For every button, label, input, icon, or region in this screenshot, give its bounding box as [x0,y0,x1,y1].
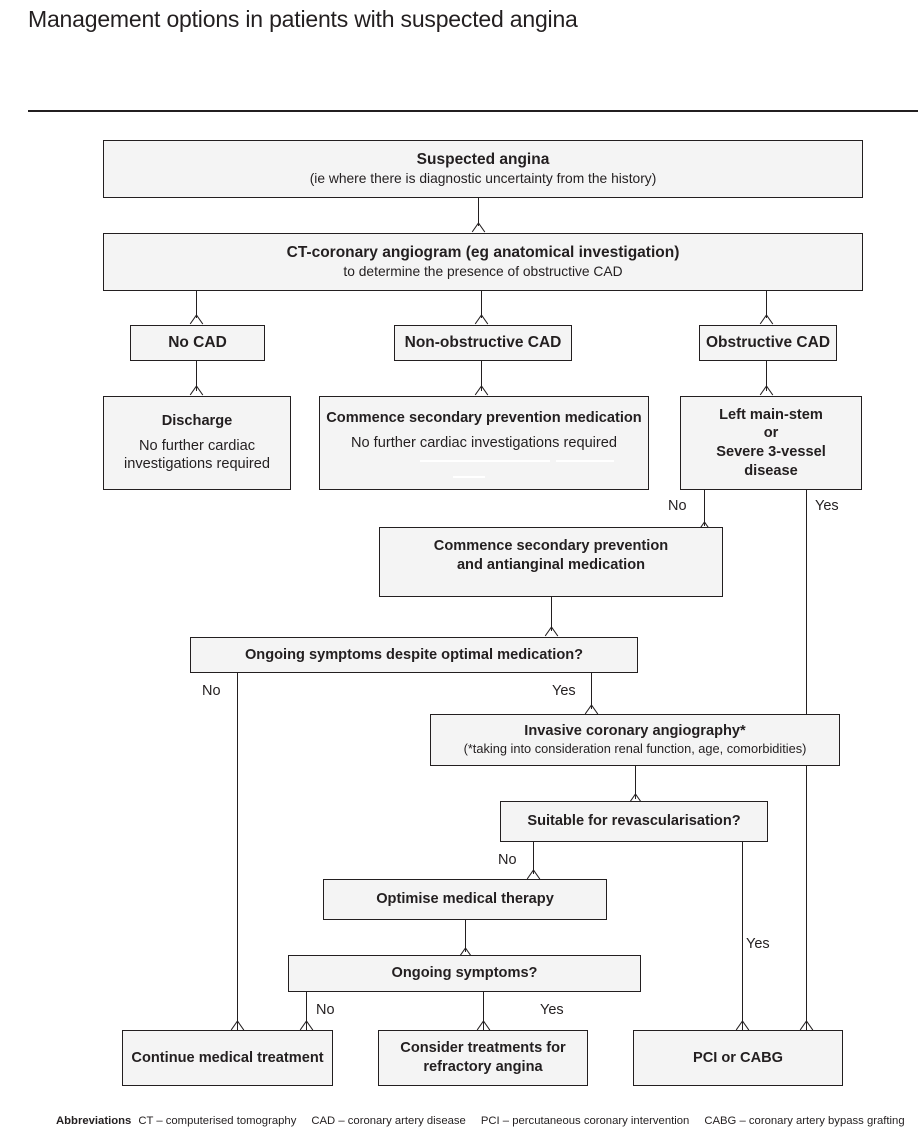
node-ongoing-symptoms: Ongoing symptoms? [288,955,641,992]
node-consider-treatments-line1: Consider treatments for [400,1040,566,1057]
connector-ongoing-opt-no [237,673,239,1030]
node-ongoing-symptoms-despite-optimal-medication: Ongoing symptoms despite optimal medicat… [190,637,638,673]
connector-ongoing-opt-yes [591,673,593,709]
branch-label-ongoing-sym-no: No [316,1002,335,1018]
node-obstructive-cad: Obstructive CAD [699,325,837,361]
arrowhead-ongoing-sym-yes [477,1021,490,1030]
arrowhead-revasc-yes [736,1021,749,1030]
branch-label-ongoing-opt-yes: Yes [552,683,576,699]
connector-revasc-no [533,842,535,874]
node-suitable-for-revascularisation-heading: Suitable for revascularisation? [527,813,741,830]
node-obstructive-cad-heading: Obstructive CAD [705,334,831,352]
arrowhead-lms-yes [800,1021,813,1030]
connector-ct-to-no-cad [196,291,198,318]
arrowhead-suspected-to-ct [472,223,485,232]
node-no-cad: No CAD [130,325,265,361]
node-ct-coronary-angiogram-heading: CT-coronary angiogram (eg anatomical inv… [286,244,680,262]
branch-label-ongoing-sym-yes: Yes [540,1002,564,1018]
branch-label-ongoing-opt-no: No [202,683,221,699]
arrowhead-ongoing-sym-no [300,1021,313,1030]
connector-non-obstructive-to-medication [481,361,483,391]
node-invasive-coronary-angiography-subtext: (*taking into consideration renal functi… [463,741,807,757]
node-left-main-stem: Left main-stem or Severe 3-vessel diseas… [680,396,862,490]
connector-no-cad-to-discharge [196,361,198,391]
abbreviations: Abbreviations CT – computerised tomograph… [56,1115,918,1127]
node-ct-coronary-angiogram: CT-coronary angiogram (eg anatomical inv… [103,233,863,291]
connector-ct-to-obstructive [766,291,768,318]
node-left-main-stem-line2: or [763,425,779,442]
erased-text-artifact-2 [556,460,614,462]
abbreviation-ct: CT – computerised tomography [138,1115,297,1127]
arrowhead-ongoing-opt-no [231,1021,244,1030]
node-discharge-subtext-line2: investigations required [123,456,271,473]
node-suspected-angina-subtext: (ie where there is diagnostic uncertaint… [309,171,657,187]
node-consider-treatments-line2: refractory angina [423,1059,543,1075]
node-discharge-heading: Discharge [161,412,233,429]
arrowhead-antianginal-to-ongoing-opt [545,627,558,636]
arrowhead-ct-to-no-cad [190,315,203,324]
node-ct-coronary-angiogram-subtext: to determine the presence of obstructive… [343,264,623,280]
node-commence-antianginal-line2: and antianginal medication [456,556,646,573]
node-commence-secondary-prevention-medication: Commence secondary prevention medication… [319,396,649,490]
node-commence-secondary-prevention-medication-subtext: No further cardiac investigations requir… [350,434,618,451]
node-invasive-coronary-angiography-heading: Invasive coronary angiography* [524,723,746,740]
node-commence-antianginal-line1: Commence secondary prevention [433,538,669,554]
arrowhead-revasc-no [527,870,540,879]
abbreviation-pci: PCI – percutaneous coronary intervention [480,1115,690,1127]
connector-obstructive-to-lms [766,361,768,391]
connector-antianginal-to-ongoing-opt [551,597,553,631]
node-left-main-stem-line3: Severe 3-vessel [716,444,826,460]
connector-lms-no [704,490,706,526]
node-continue-medical-treatment: Continue medical treatment [122,1030,333,1086]
connector-optimise-to-ongoing [465,920,467,952]
node-discharge-subtext-line1: No further cardiac [139,437,255,454]
abbreviation-cabg: CABG – coronary artery bypass grafting [704,1115,905,1127]
arrowhead-no-cad-to-discharge [190,386,203,395]
connector-suspected-to-ct [478,198,480,226]
node-consider-treatments-refractory-angina: Consider treatments for refractory angin… [378,1030,588,1086]
branch-label-lms-yes: Yes [815,498,839,514]
node-suitable-for-revascularisation: Suitable for revascularisation? [500,801,768,842]
branch-label-revasc-no: No [498,852,517,868]
branch-label-lms-yes-repeat: Yes [746,936,770,952]
node-suspected-angina: Suspected angina (ie where there is diag… [103,140,863,198]
arrowhead-ct-to-obstructive [760,315,773,324]
connector-ongoing-sym-yes [483,992,485,1030]
connector-ongoing-sym-no [306,992,308,1030]
page-title: Management options in patients with susp… [28,6,578,32]
node-optimise-medical-therapy: Optimise medical therapy [323,879,607,920]
node-ongoing-symptoms-heading: Ongoing symptoms? [391,965,538,982]
arrowhead-obstructive-to-lms [760,386,773,395]
branch-label-lms-no: No [668,498,687,514]
node-pci-or-cabg: PCI or CABG [633,1030,843,1086]
node-invasive-coronary-angiography: Invasive coronary angiography* (*taking … [430,714,840,766]
connector-revasc-yes [742,842,744,1030]
node-pci-or-cabg-heading: PCI or CABG [693,1049,783,1066]
arrowhead-ongoing-opt-yes [585,705,598,714]
node-left-main-stem-line1: Left main-stem [719,406,823,423]
node-suspected-angina-heading: Suspected angina [416,151,550,169]
abbreviation-cad: CAD – coronary artery disease [311,1115,466,1127]
node-discharge: Discharge No further cardiac investigati… [103,396,291,490]
node-continue-medical-treatment-heading: Continue medical treatment [131,1049,324,1066]
node-commence-secondary-prevention-antianginal: Commence secondary prevention and antian… [379,527,723,597]
abbreviations-label: Abbreviations [56,1115,132,1127]
node-ongoing-symptoms-despite-optimal-medication-heading: Ongoing symptoms despite optimal medicat… [244,646,584,663]
erased-text-artifact-3 [453,476,485,478]
title-divider [28,110,918,112]
erased-text-artifact-1 [420,460,550,462]
node-left-main-stem-line4: disease [744,462,798,479]
node-commence-secondary-prevention-medication-heading: Commence secondary prevention medication [326,410,642,426]
connector-angiography-to-revasc [635,766,637,799]
node-non-obstructive-cad: Non-obstructive CAD [394,325,572,361]
arrowhead-non-obstructive-to-medication [475,386,488,395]
node-non-obstructive-cad-heading: Non-obstructive CAD [404,334,562,352]
connector-ct-to-non-obstructive [481,291,483,318]
node-optimise-medical-therapy-heading: Optimise medical therapy [376,891,554,908]
node-no-cad-heading: No CAD [168,334,227,352]
arrowhead-ct-to-non-obstructive [475,315,488,324]
